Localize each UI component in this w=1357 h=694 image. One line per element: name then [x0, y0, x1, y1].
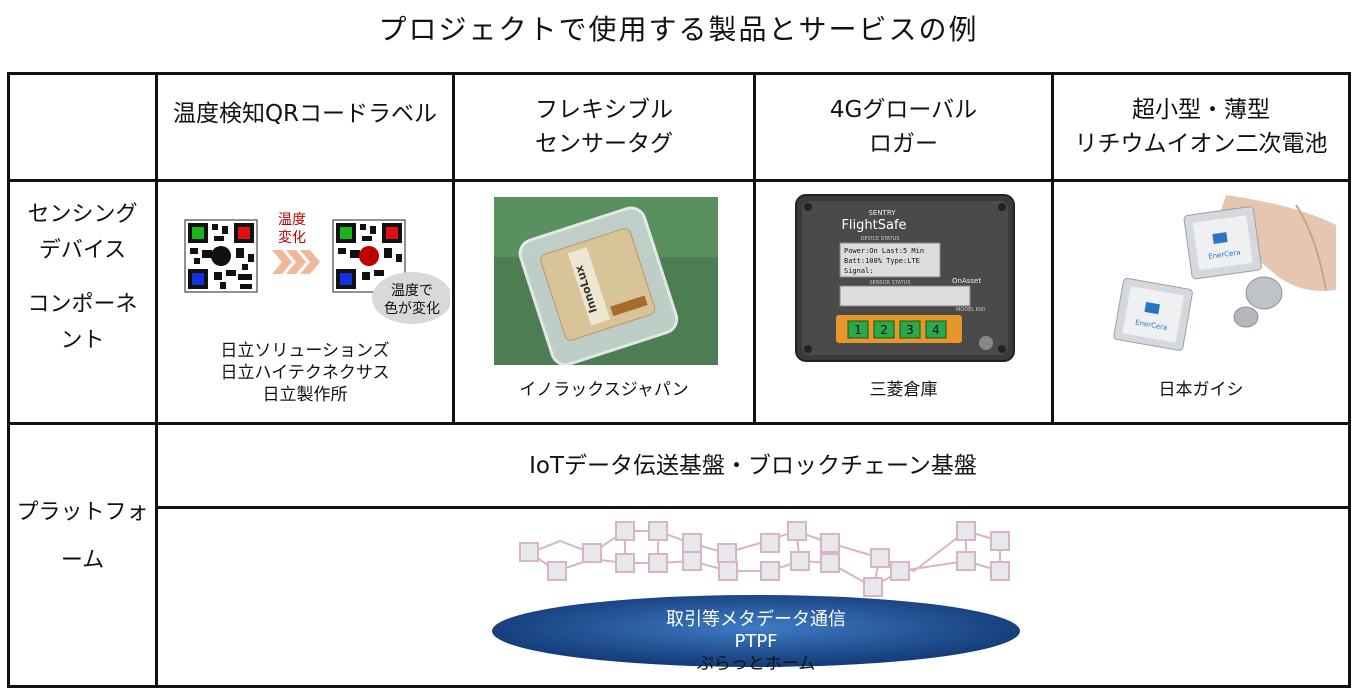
- speech-bubble: 温度で 色が変化: [372, 272, 450, 324]
- battery-photo: EnerCera EnerCera: [1113, 195, 1336, 351]
- row-label-text: プラットフォ: [16, 500, 149, 525]
- column-header-text: 超小型・薄型: [1132, 97, 1270, 123]
- table-divider: [1051, 75, 1054, 425]
- logger-status-label: DEVICE STATUS: [861, 236, 900, 242]
- qr-code-before: [184, 219, 258, 293]
- ellipse-text-line2: PTPF: [734, 631, 777, 652]
- row-label-sensing: センシング デバイス コンポーネ ント: [10, 197, 155, 359]
- column-header-text: 温度検知QRコードラベル: [172, 101, 438, 127]
- column-header-battery: 超小型・薄型 リチウムイオン二次電池: [1054, 93, 1348, 161]
- change-label-line1: 温度: [278, 212, 306, 228]
- table-divider: [10, 422, 1348, 425]
- sensor-tag-photo: InnoLux: [494, 197, 718, 365]
- maker-name: 日立ハイテクネクサス: [220, 363, 390, 383]
- change-label-line2: 変化: [278, 229, 306, 246]
- bubble-line2: 色が変化: [384, 300, 440, 317]
- logger-screen-line1: Power:On Last:5 Min: [844, 247, 924, 255]
- logger-maker-caption: 三菱倉庫: [869, 380, 938, 400]
- page-title: プロジェクトで使用する製品とサービスの例: [378, 13, 979, 46]
- logger-sensor-label: SENSOR STATUS: [869, 280, 910, 286]
- chevron-right-icon: [272, 250, 320, 274]
- logger-button-2: 2: [880, 323, 888, 337]
- logger-buttons: 1 2 3 4: [847, 320, 947, 339]
- row-label-text: ント: [60, 328, 105, 353]
- maker-name: 日立製作所: [262, 385, 348, 405]
- table-divider: [10, 179, 1348, 182]
- table-divider: [155, 506, 1348, 509]
- tag-maker-caption: イノラックスジャパン: [519, 380, 689, 400]
- logger-brand: FlightSafe: [841, 218, 906, 233]
- column-header-sensor-tag: フレキシブル センサータグ: [455, 93, 753, 161]
- row-label-text: デバイス: [38, 238, 127, 263]
- platform-header: IoTデータ伝送基盤・ブロックチェーン基盤: [529, 453, 977, 479]
- logger-company: OnAsset: [952, 277, 981, 285]
- column-header-logger: 4Gグローバル ロガー: [756, 93, 1051, 161]
- table-divider: [155, 75, 158, 685]
- logger-button-1: 1: [854, 323, 862, 337]
- column-header-text: フレキシブル: [535, 97, 673, 123]
- platform-ellipse: [492, 595, 1020, 667]
- row-label-text: コンポーネ: [27, 292, 138, 317]
- column-header-text: ロガー: [869, 131, 938, 157]
- table-divider: [753, 75, 756, 425]
- column-header-text: 4Gグローバル: [829, 97, 978, 123]
- column-header-qr-label: 温度検知QRコードラベル: [158, 97, 452, 131]
- table-divider: [452, 75, 455, 425]
- row-label-platform: プラットフォ ーム: [10, 495, 155, 579]
- logger-button-4: 4: [932, 323, 940, 337]
- logger-screen-line2: Batt:100% Type:LTE: [844, 257, 920, 265]
- row-label-text: ーム: [60, 548, 105, 573]
- maker-name: 日立ソリューションズ: [220, 341, 390, 361]
- network-nodes: [519, 521, 1010, 597]
- logger-brand-small: SENTRY: [868, 209, 896, 217]
- column-header-text: リチウムイオン二次電池: [1074, 131, 1328, 157]
- logger-model: MODEL 600: [956, 307, 985, 313]
- logger-screen-line3: Signal:: [844, 267, 874, 275]
- logger-photo: SENTRY FlightSafe DEVICE STATUS Power:On…: [795, 194, 1015, 362]
- row-label-text: センシング: [27, 202, 138, 227]
- qr-label-illustration: 温度 変化 温度で 色が変化: [184, 212, 450, 324]
- battery-maker-caption: 日本ガイシ: [1158, 380, 1244, 400]
- logger-button-3: 3: [906, 323, 914, 337]
- platform-maker-caption: ぷらっとホーム: [696, 654, 816, 674]
- ellipse-text-line1: 取引等メタデータ通信: [666, 609, 846, 630]
- qr-maker-caption: 日立ソリューションズ 日立ハイテクネクサス 日立製作所: [158, 340, 452, 406]
- blockchain-network-diagram: 取引等メタデータ通信 PTPF: [492, 521, 1020, 667]
- column-header-text: センサータグ: [535, 131, 673, 157]
- product-table: 温度検知QRコードラベル フレキシブル センサータグ 4Gグローバル ロガー 超…: [7, 72, 1351, 688]
- bubble-line1: 温度で: [391, 283, 433, 299]
